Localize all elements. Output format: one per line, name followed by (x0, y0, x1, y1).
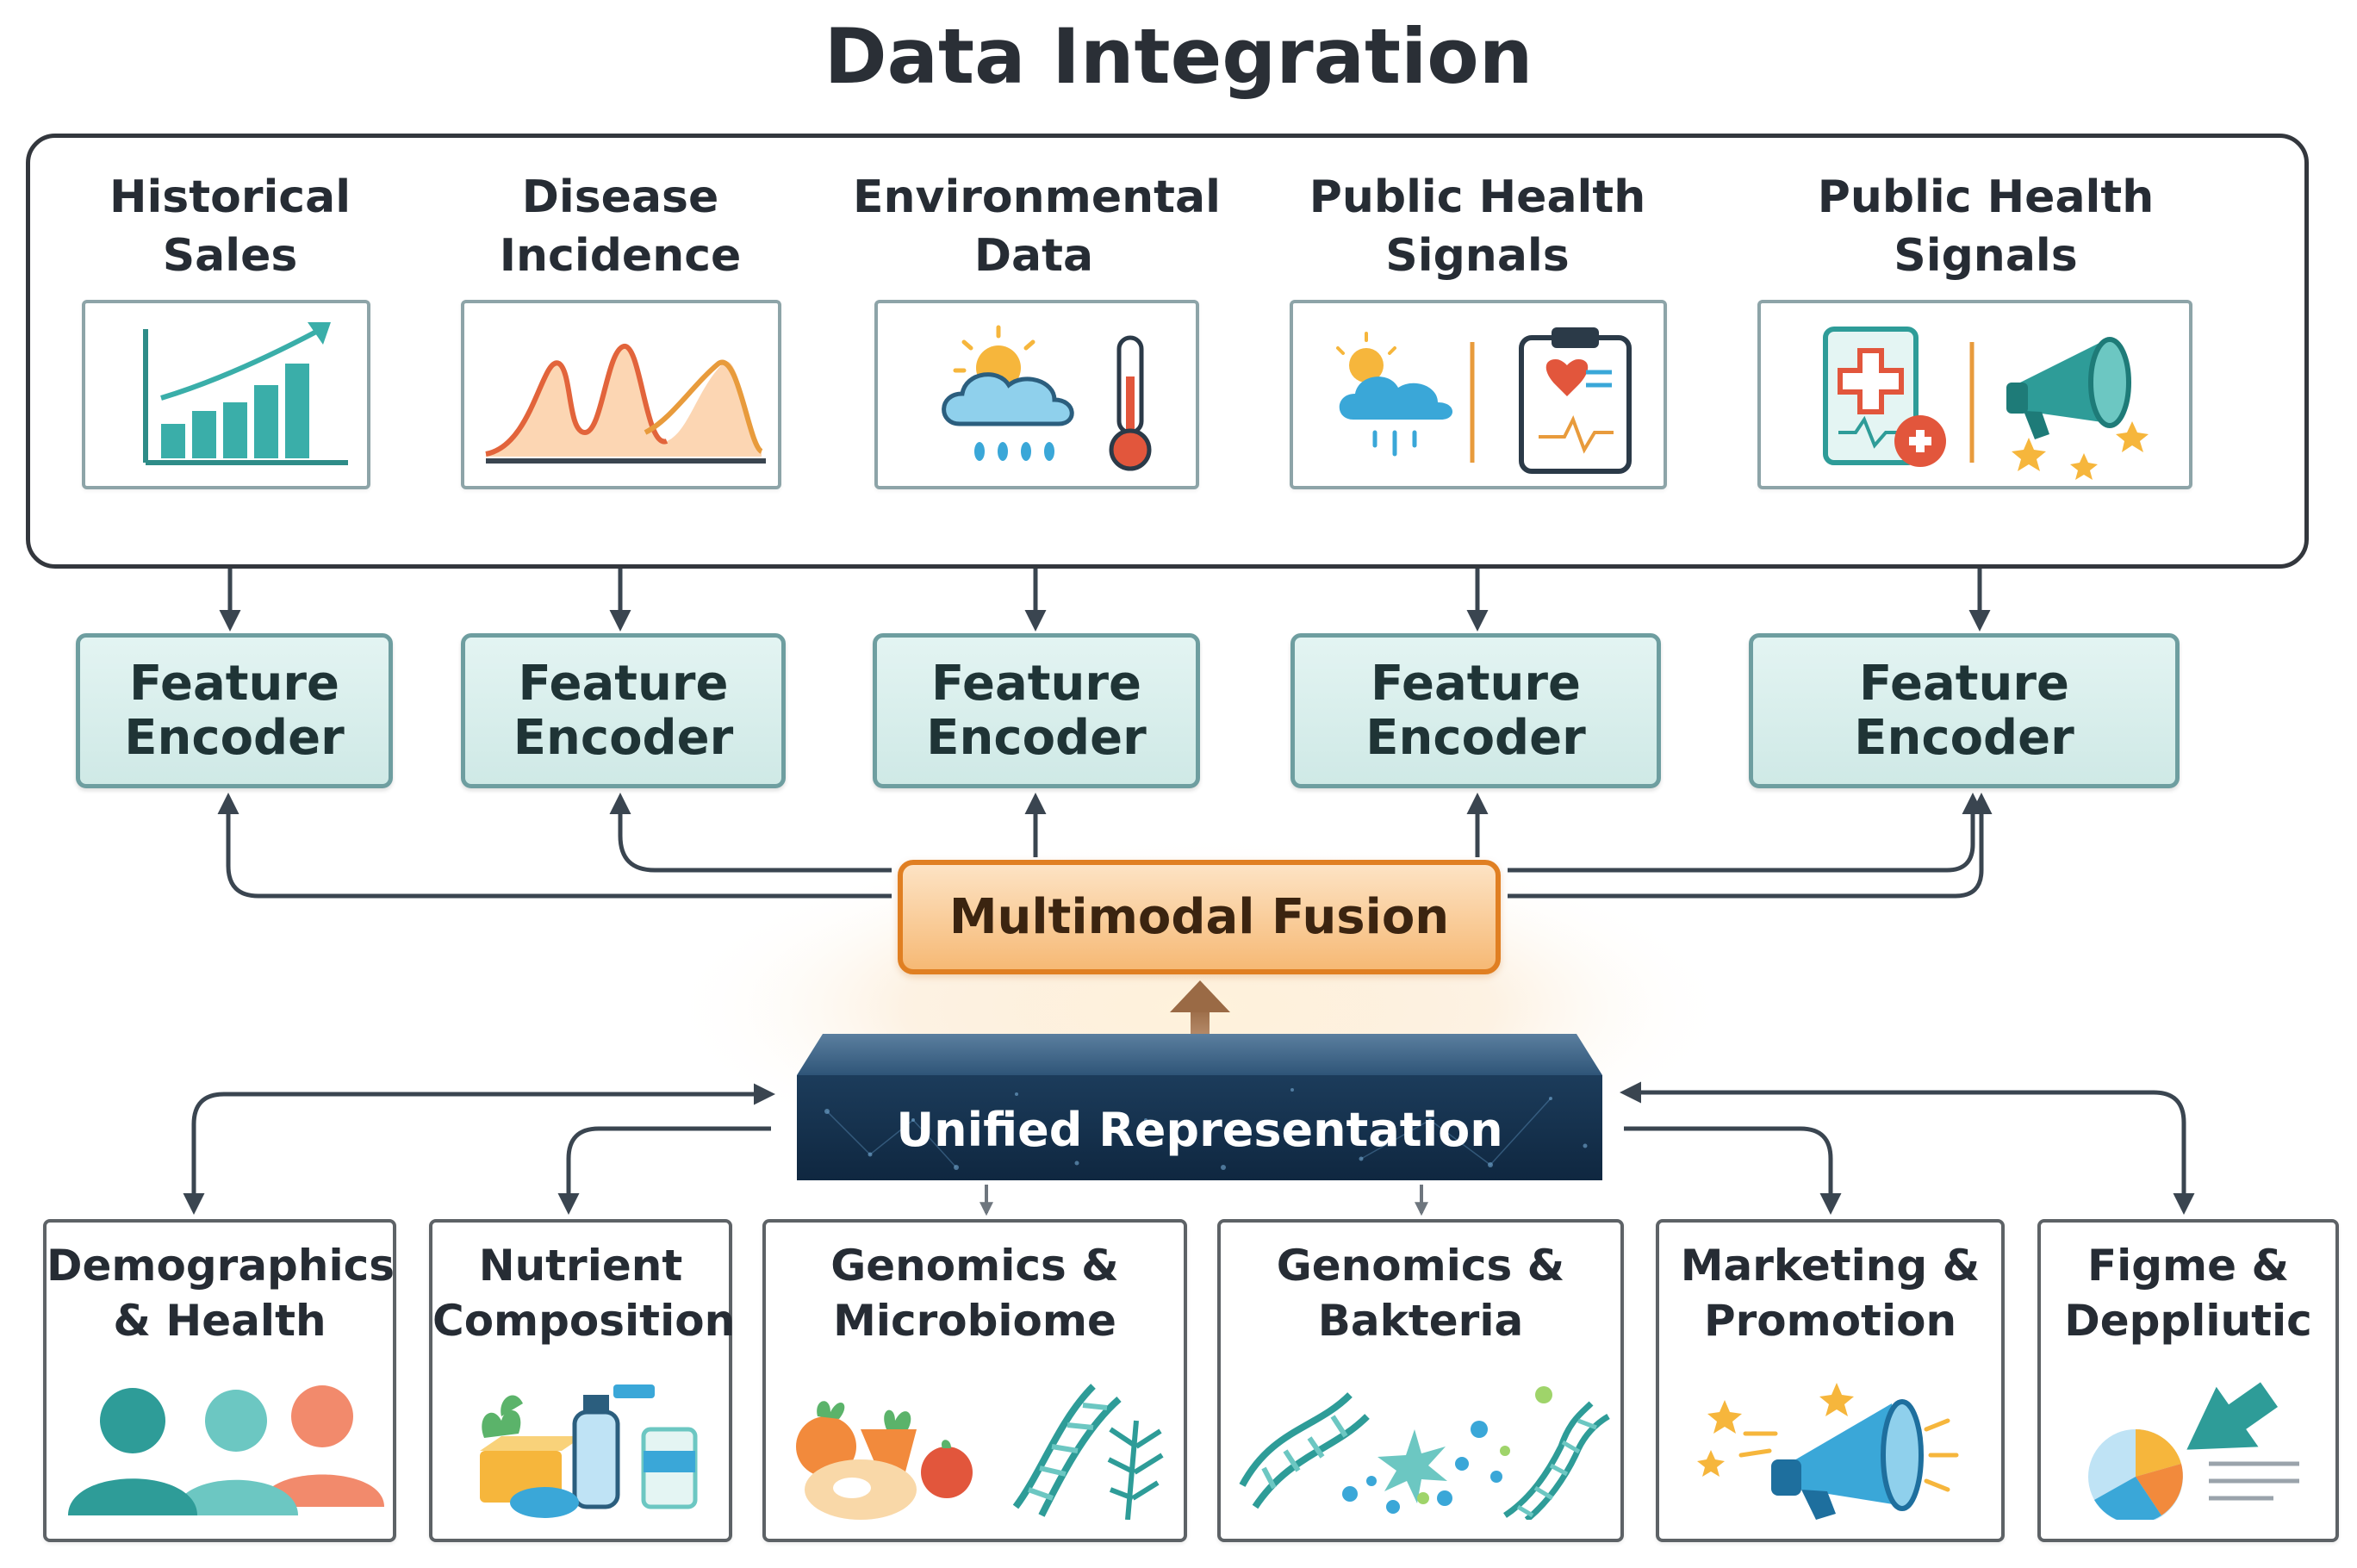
vegetables-dna-icon (796, 1384, 1164, 1520)
multimodal-fusion-node: Multimodal Fusion (898, 860, 1501, 974)
medical-megaphone-icon (1823, 327, 2149, 480)
card-marketing-promotion: Marketing &Promotion (1656, 1219, 2005, 1542)
card-figme-deppliutic: Figme &Deppliutic (2037, 1219, 2339, 1542)
card-demographics-health: Demographics& Health (43, 1219, 396, 1542)
diagram-title: Data Integration (824, 12, 1533, 101)
people-icon (68, 1385, 384, 1515)
unified-representation-slab (797, 1034, 1602, 1180)
food-bottles-icon (480, 1384, 698, 1518)
source-card-disease-incidence (461, 300, 781, 489)
source-card-public-health-signals-2 (1757, 300, 2192, 489)
megaphone-icon (1697, 1383, 1959, 1520)
dna-bacteria-icon (1239, 1386, 1610, 1520)
unified-representation-label: Unified Representation (896, 1103, 1503, 1157)
card-genomics-bakteria: Genomics &Bakteria (1217, 1219, 1624, 1542)
source-card-public-health-signals-1 (1290, 300, 1667, 489)
source-card-historical-sales (82, 300, 370, 489)
area-chart-peaks-icon (485, 344, 766, 464)
source-card-environmental-data (874, 300, 1199, 489)
card-genomics-microbiome: Genomics &Microbiome (762, 1219, 1187, 1542)
weather-thermometer-icon (942, 325, 1152, 471)
bar-chart-growth-icon (143, 322, 348, 465)
weather-clipboard-icon (1336, 327, 1632, 474)
pie-chart-arrow-icon (2088, 1382, 2299, 1520)
